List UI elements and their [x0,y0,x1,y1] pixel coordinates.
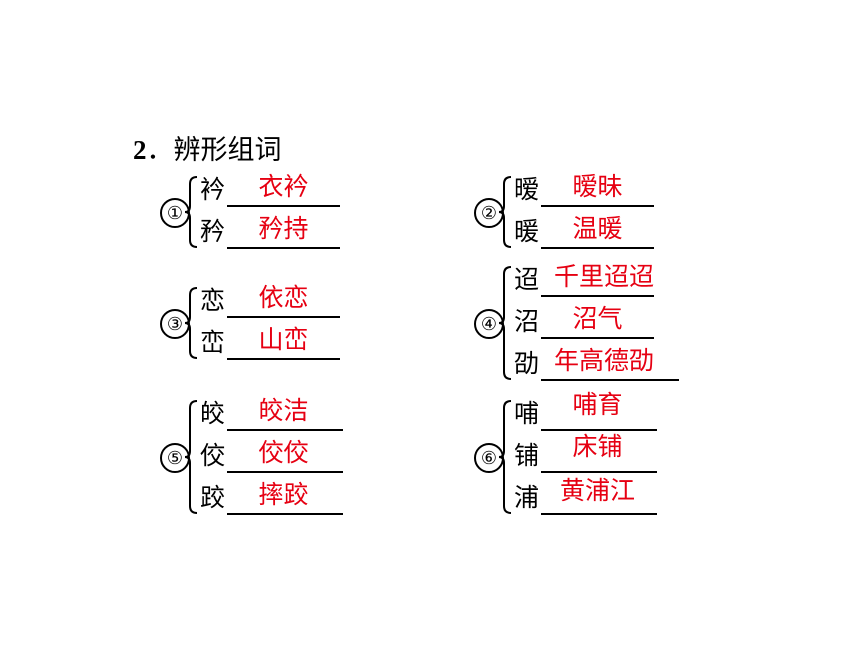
word-group-3: ③ 恋 依恋 峦 山峦 [160,283,360,363]
target-character: 恋 [200,286,226,315]
word-group-2: ② 暧 暧昧 暖 温暖 [474,172,674,252]
target-character: 佼 [200,441,226,470]
left-brace-icon [498,266,512,380]
target-character: 哺 [514,399,540,428]
answer-blank [227,358,340,360]
answer-word: 矜持 [258,214,309,243]
answer-word: 衣衿 [258,172,309,201]
answer-blank [227,429,343,431]
target-character: 暧 [514,175,540,204]
left-brace-icon [184,287,198,359]
answer-word: 皎洁 [258,396,309,425]
answer-word: 哺育 [572,390,623,419]
target-character: 沼 [514,307,540,336]
answer-blank [541,379,679,381]
word-group-1: ① 衿 衣衿 矜 矜持 [160,172,360,252]
answer-word: 沼气 [572,304,623,333]
target-character: 峦 [200,328,226,357]
answer-blank [227,247,340,249]
target-character: 浦 [514,483,540,512]
answer-blank [541,295,654,297]
answer-blank [227,471,343,473]
section-title: 2．辨形组词 [133,133,282,168]
answer-blank [541,247,654,249]
target-character: 劭 [514,349,540,378]
answer-word: 山峦 [258,325,309,354]
left-brace-icon [184,176,198,248]
target-character: 衿 [200,175,226,204]
word-group-6: ⑥ 哺 哺育 铺 床铺 浦 黄浦江 [474,390,674,516]
answer-blank [541,471,657,473]
left-brace-icon [498,400,512,514]
answer-blank [227,513,343,515]
left-brace-icon [184,400,198,514]
answer-blank [541,205,654,207]
word-group-4: ④ 迢 千里迢迢 沼 沼气 劭 年高德劭 [474,262,694,382]
answer-word: 依恋 [258,283,309,312]
section-number: 2 [133,135,147,165]
answer-word: 温暖 [572,214,623,243]
answer-word: 床铺 [572,432,623,461]
answer-blank [227,205,340,207]
answer-blank [541,429,657,431]
target-character: 暖 [514,217,540,246]
answer-word: 佼佼 [258,438,309,467]
target-character: 迢 [514,265,540,294]
answer-word: 摔跤 [258,480,309,509]
target-character: 皎 [200,399,226,428]
target-character: 铺 [514,441,540,470]
answer-word: 黄浦江 [559,476,635,505]
answer-word: 千里迢迢 [553,262,654,291]
answer-blank [541,513,657,515]
answer-blank [227,316,340,318]
left-brace-icon [498,176,512,248]
target-character: 矜 [200,217,226,246]
answer-word: 暧昧 [572,172,623,201]
answer-blank [541,337,654,339]
target-character: 跤 [200,483,226,512]
word-group-5: ⑤ 皎 皎洁 佼 佼佼 跤 摔跤 [160,396,360,516]
answer-word: 年高德劭 [553,346,654,375]
section-heading: ．辨形组词 [146,135,282,166]
